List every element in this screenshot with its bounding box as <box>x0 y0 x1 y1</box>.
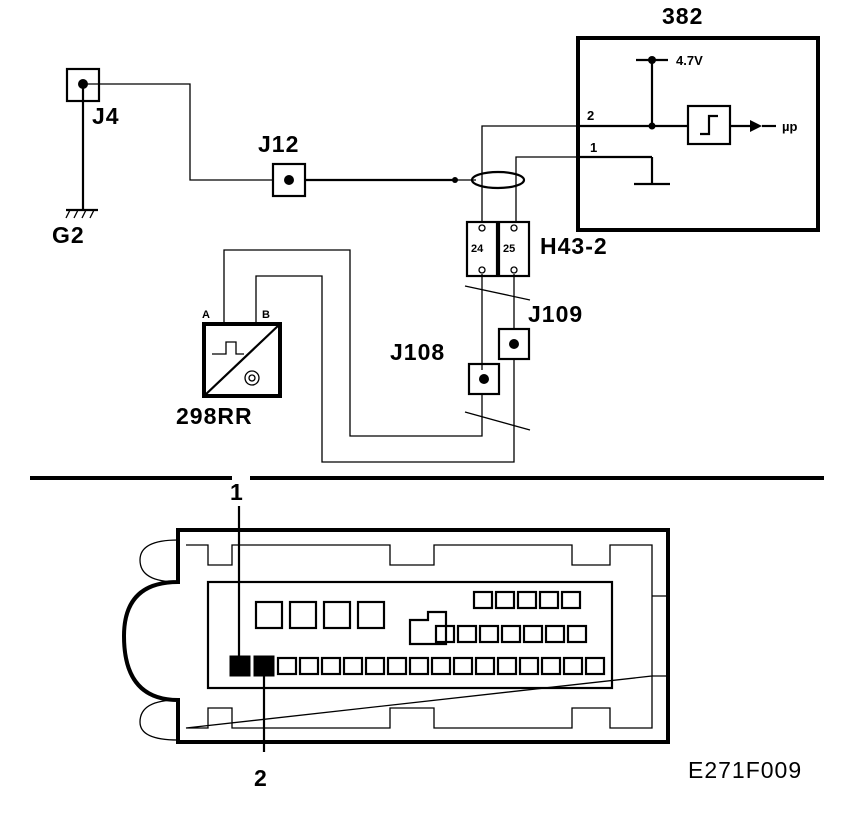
sensor-box <box>202 322 282 398</box>
large-cavity <box>288 600 318 630</box>
ground-hatch-2 <box>73 209 79 219</box>
signal-wire-pin2 <box>481 125 578 222</box>
connector-key-outline <box>185 544 668 729</box>
j4-ground: J4 G2 <box>52 67 120 248</box>
cavity <box>452 656 474 676</box>
cavity-pin2-filled <box>253 655 275 677</box>
signal-wire-pin1 <box>515 156 578 222</box>
j108-connector: J108 <box>390 339 501 396</box>
ground-hatch-3 <box>81 209 87 219</box>
h43-label: H43-2 <box>540 233 608 259</box>
cavity-pin1-filled <box>229 655 251 677</box>
cavity <box>538 590 560 610</box>
pin2-node <box>648 122 656 130</box>
ground-hatch-1 <box>65 209 71 219</box>
h43-25-top <box>510 224 518 232</box>
j108-label: J108 <box>390 339 445 365</box>
micro-label: µp <box>782 119 797 134</box>
twisted-pair-shield <box>470 170 526 190</box>
j12-label: J12 <box>258 131 299 157</box>
cavity <box>298 656 320 676</box>
shield-mark-lower <box>464 411 531 431</box>
cavity <box>320 656 342 676</box>
j109-pin <box>509 339 519 349</box>
cavity <box>544 624 566 644</box>
cavity-panel <box>206 580 614 690</box>
cavity <box>496 656 518 676</box>
cavity <box>500 624 522 644</box>
j108-box <box>467 362 501 396</box>
ecu-label: 382 <box>662 3 703 29</box>
sensor-diagonal <box>203 323 281 397</box>
shield-mark-upper <box>464 285 531 301</box>
j12-pin <box>284 175 294 185</box>
cavity <box>540 656 562 676</box>
wire-a-outer <box>223 249 483 437</box>
schmitt-symbol <box>700 114 718 136</box>
ecu-382: 382 4.7V 2 µp 1 <box>576 3 820 232</box>
j12-connector: J12 <box>258 131 307 198</box>
cavity <box>456 624 478 644</box>
ecu-box <box>576 36 820 232</box>
cavity <box>474 656 496 676</box>
sensor-298rr: A B 298RR <box>176 309 282 429</box>
connector-pin1-label: 1 <box>230 479 244 505</box>
h43-25-bottom <box>510 266 518 274</box>
cavity <box>560 590 582 610</box>
pin1-label: 1 <box>590 140 597 155</box>
sensor-pin-b: B <box>262 309 270 321</box>
cavity <box>386 656 408 676</box>
g2-label: G2 <box>52 222 85 248</box>
latch-top <box>139 539 179 583</box>
wire-b-outer <box>255 275 515 463</box>
cavity <box>478 624 500 644</box>
cavity <box>562 656 584 676</box>
arrow-icon <box>750 120 762 132</box>
cavity <box>408 656 430 676</box>
cavity <box>342 656 364 676</box>
ground-hatch-4 <box>89 209 95 219</box>
voltage-label: 4.7V <box>676 53 703 68</box>
h43-pin25-label: 25 <box>503 243 515 255</box>
cavity <box>430 656 452 676</box>
sensor-label: 298RR <box>176 403 253 429</box>
square-wave-icon <box>212 341 244 355</box>
cavity <box>566 624 588 644</box>
cavity <box>516 590 538 610</box>
h43-24-bottom <box>478 266 486 274</box>
large-cavity <box>254 600 284 630</box>
shield-wire <box>83 83 274 181</box>
h43-pin24-label: 24 <box>471 243 484 255</box>
j109-label: J109 <box>528 301 583 327</box>
key-cavity <box>408 610 448 646</box>
cavity <box>518 656 540 676</box>
cavity <box>434 624 456 644</box>
j108-pin <box>479 374 489 384</box>
figure-code: E271F009 <box>688 757 802 783</box>
connector-face: 1 <box>121 479 670 791</box>
large-cavity <box>356 600 386 630</box>
h43-24-top <box>478 224 486 232</box>
gear-icon <box>244 370 260 386</box>
pin2-label: 2 <box>587 108 594 123</box>
cavity <box>472 590 494 610</box>
latch-bottom <box>139 699 179 741</box>
cavity <box>364 656 386 676</box>
j109-connector: J109 <box>497 301 583 361</box>
large-cavity <box>322 600 352 630</box>
cavity <box>522 624 544 644</box>
cavity <box>276 656 298 676</box>
j4-label: J4 <box>92 103 120 129</box>
connector-pin2-label: 2 <box>254 765 268 791</box>
gear-hub <box>248 374 256 382</box>
cavity <box>494 590 516 610</box>
cavity <box>584 656 606 676</box>
sensor-pin-a: A <box>202 309 210 321</box>
